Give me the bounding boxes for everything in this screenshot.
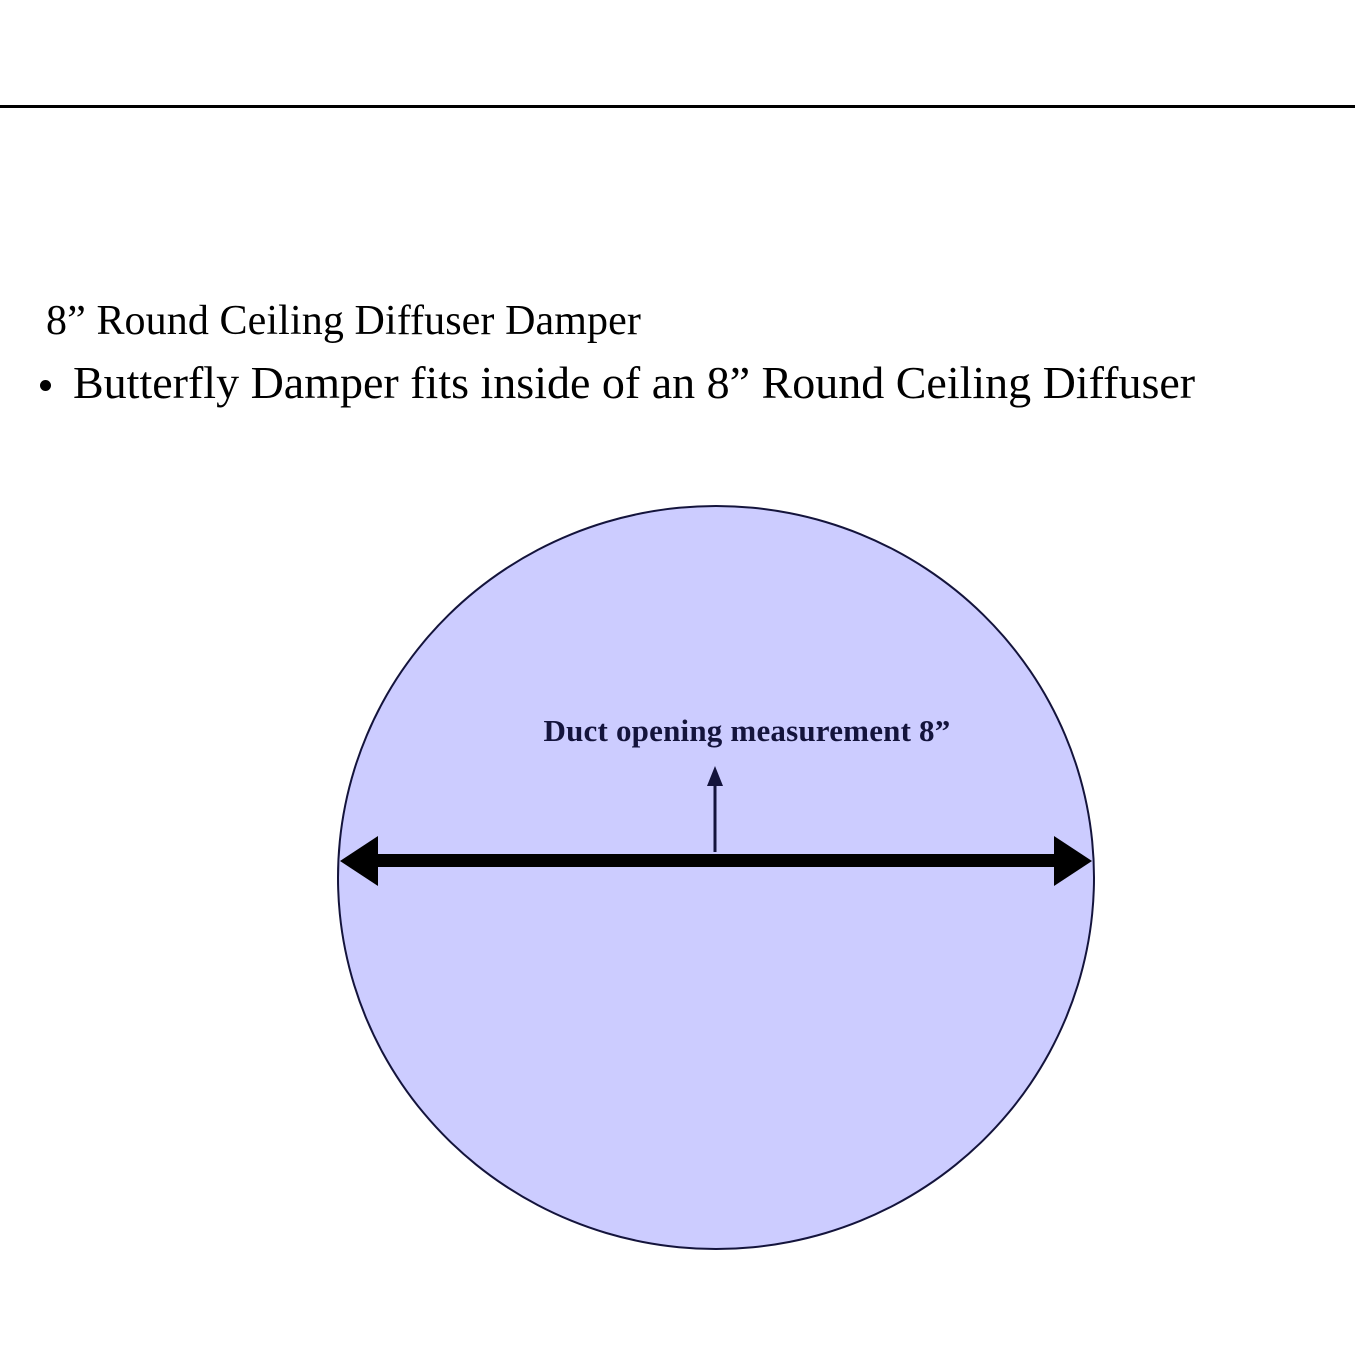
bullet-list-item: Butterfly Damper fits inside of an 8” Ro… — [40, 356, 1195, 410]
duct-opening-circle — [337, 505, 1095, 1250]
slide-title: 8” Round Ceiling Diffuser Damper — [46, 298, 641, 344]
bullet-item-label: Butterfly Damper fits inside of an 8” Ro… — [73, 357, 1196, 408]
header-divider-rule — [0, 105, 1355, 108]
duct-measurement-label: Duct opening measurement 8” — [543, 713, 951, 748]
bullet-point-icon — [40, 380, 51, 391]
diameter-dimension-arrow-icon — [340, 836, 1092, 886]
up-arrow-icon — [707, 766, 723, 852]
